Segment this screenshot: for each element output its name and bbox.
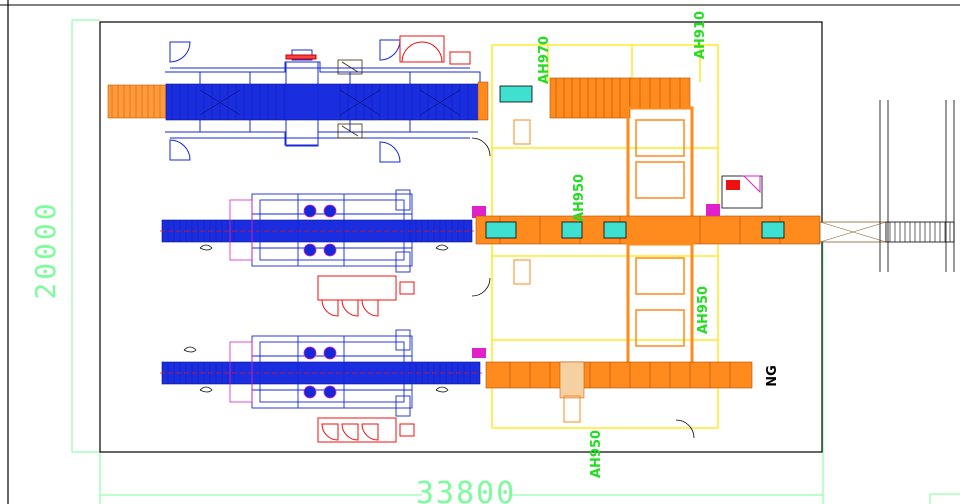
annotation-ah970: AH970: [537, 36, 552, 84]
width-dimension-label: 33800: [416, 476, 516, 504]
dimension-lines: [71, 19, 960, 504]
top-production-line: [107, 35, 489, 163]
height-dimension-label: 20000: [29, 200, 62, 299]
annotation-ah950-mid-left: AH950: [572, 174, 587, 222]
orange-conveyor-network: [475, 77, 821, 423]
control-panel: [706, 175, 763, 216]
cyan-machine-blocks: [485, 85, 785, 239]
annotation-ah910: AH910: [693, 11, 708, 59]
door-arcs: [471, 137, 695, 439]
ng-label: NG: [765, 365, 780, 387]
annotation-ah950-mid-right: AH950: [696, 286, 711, 334]
annotation-ah950-bottom: AH950: [589, 430, 604, 478]
exterior-conveyor: [819, 100, 955, 272]
bottom-production-line: [160, 329, 486, 443]
middle-production-line: [160, 189, 486, 317]
